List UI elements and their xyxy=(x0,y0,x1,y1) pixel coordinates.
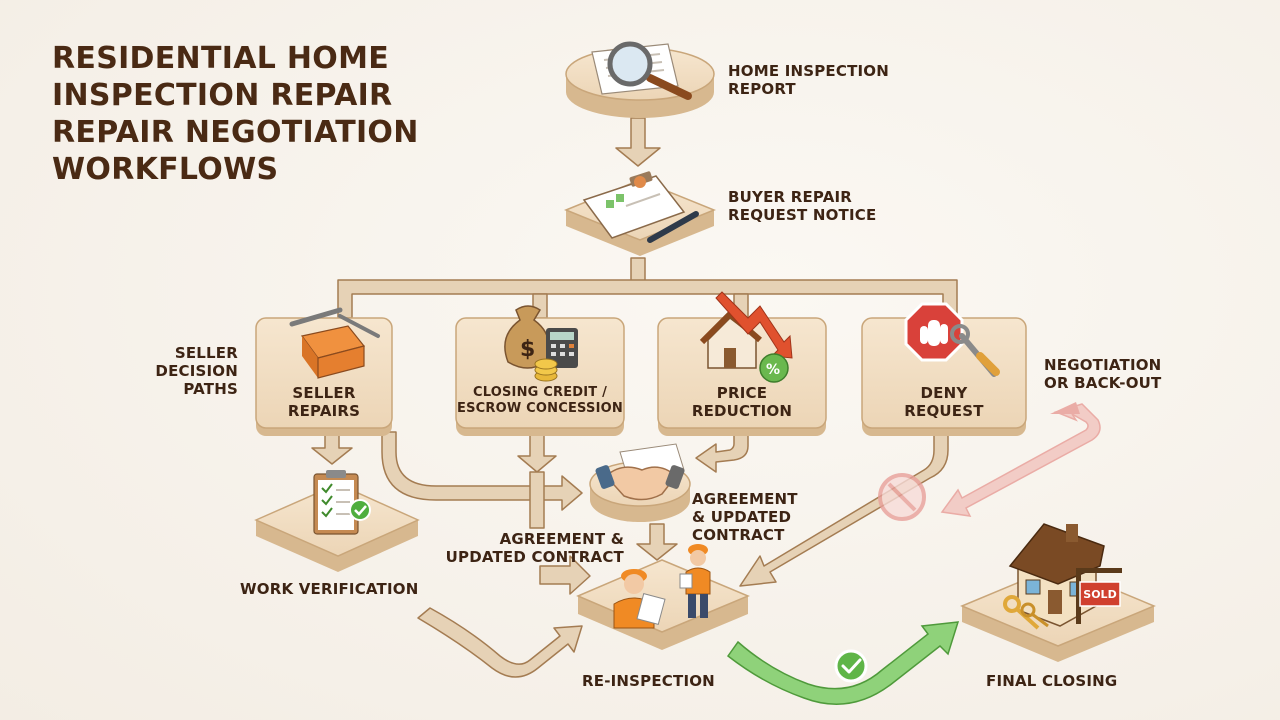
node-agreement xyxy=(589,443,691,522)
arrow-report-to-request xyxy=(615,117,661,167)
reject-icon xyxy=(878,473,926,521)
node-final-closing: SOLD xyxy=(960,523,1156,662)
label-deny-request: DENY REQUEST xyxy=(862,384,1026,420)
label-seller-repairs-line-2: REPAIRS xyxy=(287,402,361,420)
label-seller-paths-line-2: DECISION xyxy=(155,362,238,380)
node-inspection-report xyxy=(565,41,715,118)
label-price-reduction: PRICE REDUCTION xyxy=(658,384,826,420)
label-agreement-center-line-3: CONTRACT xyxy=(692,526,785,544)
label-seller-decision-paths: SELLER DECISION PATHS xyxy=(150,344,238,398)
checklist-clipboard-icon xyxy=(313,470,371,535)
title-line-1: RESIDENTIAL HOME xyxy=(52,41,390,76)
inspector-standing-icon xyxy=(679,544,711,618)
clipboard-icon xyxy=(582,171,686,239)
sold-sign-icon: SOLD xyxy=(1076,568,1122,624)
arrow-verification-to-reinspection xyxy=(417,607,583,678)
label-seller-repairs: SELLER REPAIRS xyxy=(256,384,392,420)
label-agreement-center-line-2: & UPDATED xyxy=(692,508,792,526)
label-repair-request: BUYER REPAIR REQUEST NOTICE xyxy=(728,188,876,224)
connector-arrows xyxy=(311,117,958,678)
label-deny-request-line-1: DENY xyxy=(920,384,968,402)
label-seller-paths-line-3: PATHS xyxy=(183,380,238,398)
node-work-verification xyxy=(254,470,420,572)
sold-sign-text: SOLD xyxy=(1083,588,1116,601)
inspector-worker-icon xyxy=(613,569,666,629)
node-re-inspection xyxy=(576,544,750,650)
toolbox-icon xyxy=(289,307,380,379)
label-negotiation-back-out: NEGOTIATION OR BACK-OUT xyxy=(1044,356,1161,392)
label-price-reduction-line-2: REDUCTION xyxy=(691,402,793,420)
stop-hand-icon xyxy=(904,302,964,362)
label-seller-repairs-line-1: SELLER xyxy=(292,384,356,402)
success-arrow xyxy=(726,621,960,705)
label-closing-credit-line-2: ESCROW CONCESSION xyxy=(457,401,623,416)
arrow-repairs-to-verification xyxy=(311,431,353,465)
title-line-2: INSPECTION REPAIR xyxy=(52,78,393,113)
label-repair-request-line-2: REQUEST NOTICE xyxy=(728,206,877,224)
house-keys-icon xyxy=(1003,595,1049,630)
label-price-reduction-line-1: PRICE xyxy=(716,384,768,402)
node-price-reduction: % xyxy=(657,291,827,436)
label-inspection-report-line-1: HOME INSPECTION xyxy=(728,62,890,80)
pen-icon xyxy=(647,211,699,243)
label-seller-paths-line-1: SELLER xyxy=(174,344,238,362)
node-seller-repairs xyxy=(255,307,393,436)
label-deny-request-line-2: REQUEST xyxy=(904,402,984,420)
handshake-icon xyxy=(595,465,685,501)
arrow-distribution-bar xyxy=(337,279,958,319)
label-closing-credit-line-1: CLOSING CREDIT / xyxy=(472,385,608,400)
label-re-inspection: RE-INSPECTION xyxy=(582,672,715,690)
arrow-price-to-agreement xyxy=(695,431,749,473)
percent-tag-icon: % xyxy=(759,353,789,383)
arrow-repairs-to-agreement xyxy=(381,431,583,511)
arrow-deny-to-reinspection xyxy=(739,431,949,587)
wrench-icon xyxy=(950,324,1000,377)
label-negotiation-line-2: OR BACK-OUT xyxy=(1044,374,1162,392)
label-agreement-center-line-1: AGREEMENT xyxy=(692,490,798,508)
arrow-request-trunk xyxy=(630,257,646,283)
label-negotiation-line-1: NEGOTIATION xyxy=(1044,356,1162,374)
label-agreement-left: AGREEMENT & UPDATED CONTRACT xyxy=(440,530,624,566)
title-line-3: REPAIR NEGOTIATION xyxy=(52,115,419,150)
magnifying-glass-icon xyxy=(607,41,692,100)
title-line-4: WORKFLOWS xyxy=(52,152,279,187)
label-inspection-report: HOME INSPECTION REPORT xyxy=(728,62,889,98)
arrow-agreement-to-reinspection xyxy=(636,523,678,561)
node-repair-request xyxy=(564,171,716,256)
label-agreement-left-line-2: UPDATED CONTRACT xyxy=(445,548,624,566)
label-final-closing: FINAL CLOSING xyxy=(986,672,1118,690)
coins-icon xyxy=(534,358,558,382)
label-inspection-report-line-2: REPORT xyxy=(728,80,796,98)
page-title: RESIDENTIAL HOME INSPECTION REPAIR REPAI… xyxy=(52,40,419,188)
svg-text:%: % xyxy=(766,362,780,378)
label-agreement-left-line-1: AGREEMENT & xyxy=(499,530,624,548)
node-closing-credit: $ xyxy=(455,305,625,436)
arrow-credit-to-reinspection xyxy=(529,471,545,529)
arrow-credit-down xyxy=(517,431,557,473)
node-deny-request xyxy=(861,302,1027,436)
label-agreement-center: AGREEMENT & UPDATED CONTRACT xyxy=(692,490,798,544)
svg-text:$: $ xyxy=(520,337,535,362)
label-closing-credit: CLOSING CREDIT / ESCROW CONCESSION xyxy=(456,385,624,417)
calculator-icon xyxy=(546,328,578,368)
label-work-verification: WORK VERIFICATION xyxy=(240,580,419,598)
house-icon xyxy=(699,311,762,369)
negotiation-arrow xyxy=(940,402,1101,517)
label-repair-request-line-1: BUYER REPAIR xyxy=(728,188,853,206)
arrow-credit-to-reinspection-head xyxy=(539,555,591,595)
check-circle-icon xyxy=(834,649,868,683)
